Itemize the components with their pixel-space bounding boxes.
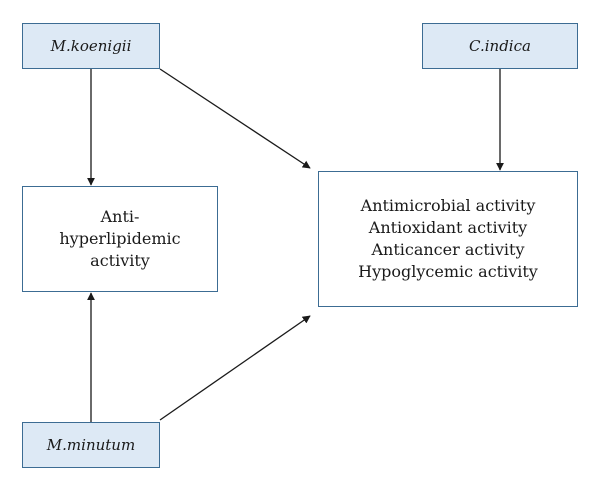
node-m-minutum: M.minutum bbox=[22, 422, 160, 468]
activity-anticancer: Anticancer activity bbox=[371, 240, 525, 259]
arrow-mminutum-to-activities bbox=[159, 315, 311, 421]
arrow-mkoenigii-to-activities bbox=[159, 68, 311, 169]
node-m-koenigii-label: M.koenigii bbox=[50, 37, 132, 55]
activity-antioxidant: Antioxidant activity bbox=[368, 218, 528, 237]
anti-hyperlipidemic-line-1: Anti- bbox=[100, 207, 140, 226]
activity-hypoglycemic: Hypoglycemic activity bbox=[358, 262, 538, 281]
node-m-minutum-label: M.minutum bbox=[46, 436, 136, 454]
anti-hyperlipidemic-line-3: activity bbox=[90, 251, 150, 270]
activity-antimicrobial: Antimicrobial activity bbox=[360, 196, 536, 215]
node-c-indica: C.indica bbox=[422, 23, 578, 69]
node-biological-activities: Antimicrobial activity Antioxidant activ… bbox=[318, 171, 578, 307]
node-anti-hyperlipidemic-activity: Anti- hyperlipidemic activity bbox=[22, 186, 218, 292]
node-c-indica-label: C.indica bbox=[469, 37, 531, 55]
anti-hyperlipidemic-line-2: hyperlipidemic bbox=[59, 229, 181, 248]
node-m-koenigii: M.koenigii bbox=[22, 23, 160, 69]
